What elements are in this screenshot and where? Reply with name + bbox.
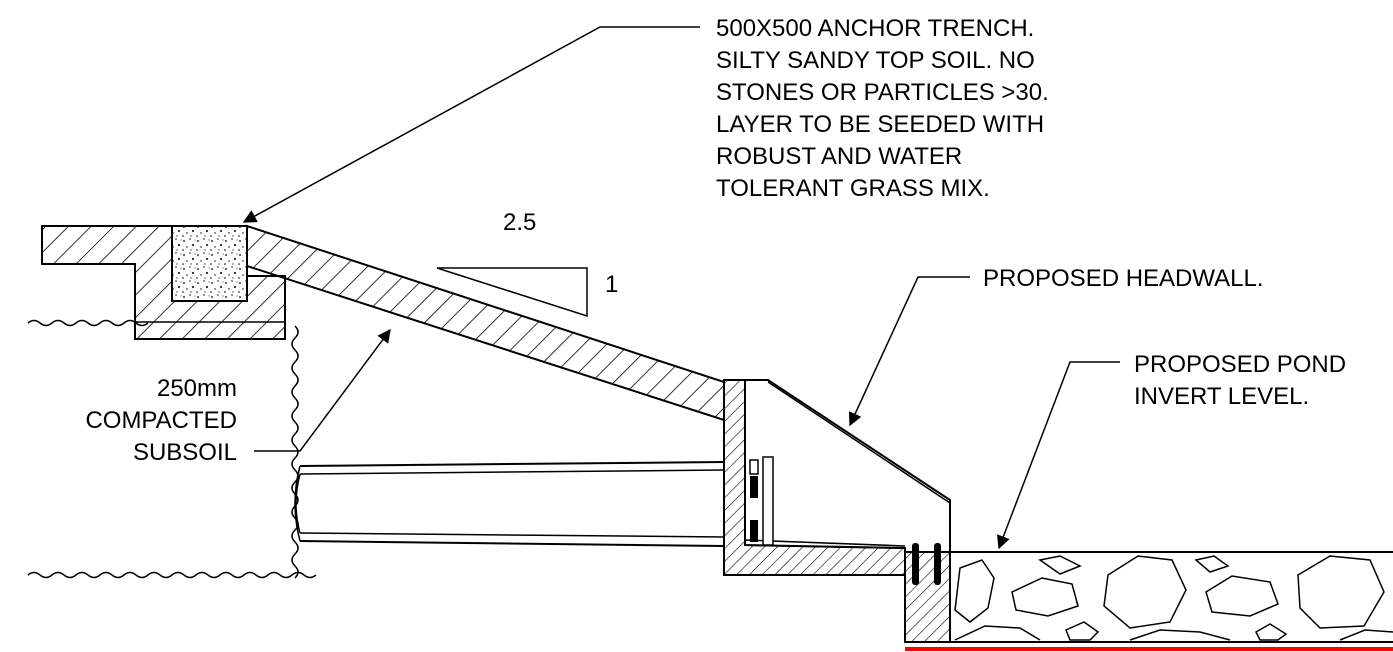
compacted-subsoil [27,319,317,579]
outlet-pipe [294,461,725,547]
leader-lines [242,26,1120,550]
headwall-leader [848,276,970,427]
subsoil-line-2: COMPACTED [85,407,237,434]
pond-invert-label: PROPOSED POND INVERT LEVEL. [1134,351,1346,410]
anchor-trench-line-1: 500X500 ANCHOR TRENCH. [716,15,1034,42]
anchor-trench-line-3: STONES OR PARTICLES >30. [716,79,1049,106]
subsoil-line-1: 250mm [157,375,237,402]
anchor-trench-line-5: ROBUST AND WATER [716,143,962,170]
slope-run-label: 2.5 [503,209,536,236]
pond-invert-line-2: INVERT LEVEL. [1134,383,1309,410]
headwall-label: PROPOSED HEADWALL. [983,265,1264,292]
anchor-trench-label: 500X500 ANCHOR TRENCH. SILTY SANDY TOP S… [716,15,1049,202]
top-soil-layer [41,224,725,422]
anchor-trench-line-2: SILTY SANDY TOP SOIL. NO [716,47,1035,74]
pond-rock-fill [950,551,1393,643]
anchor-trench-leader [242,26,700,223]
slope-rise-label: 1 [605,271,618,298]
subsoil-label: 250mm COMPACTED SUBSOIL [85,375,237,466]
subsoil-line-3: SUBSOIL [133,439,237,466]
anchor-trench-line-6: TOLERANT GRASS MIX. [716,175,990,202]
pond-invert-leader [997,361,1120,550]
anchor-trench-fill [171,225,248,302]
subsoil-leader [254,328,391,452]
anchor-trench-line-4: LAYER TO BE SEEDED WITH [716,111,1044,138]
headwall [723,379,951,643]
pond-invert-line-1: PROPOSED POND [1134,351,1346,378]
slope-indicator [436,267,588,318]
